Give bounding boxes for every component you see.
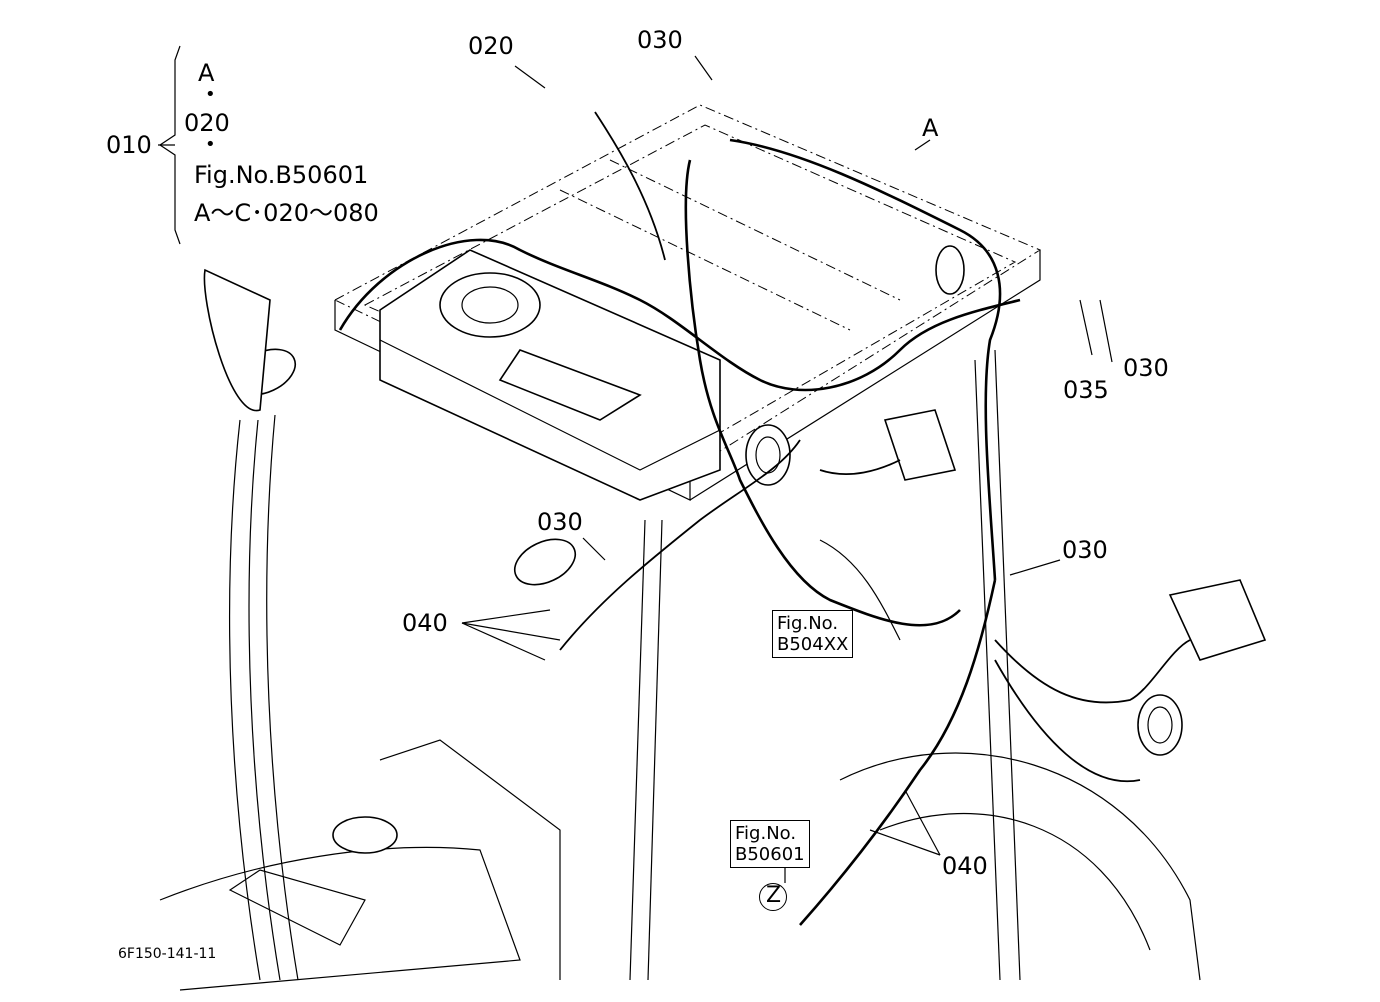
part-number-030-left: 030 [537,508,583,536]
part-number-010: 010 [106,131,152,159]
part-number-040-right: 040 [942,852,988,880]
figure-ref-box-b504xx: Fig.No. B504XX [772,610,854,658]
bracket-dot: • [205,84,216,105]
figure-ref-box-b50601: Fig.No. B50601 [730,820,810,868]
part-number-030-top: 030 [637,26,683,54]
view-ref-circle: Z [759,883,787,911]
bracket-range: A～C･020～080 [194,199,379,227]
part-number-030-right: 030 [1123,354,1169,382]
bracket-ref-a: A [198,59,215,87]
bracket-020: 020 [184,109,230,137]
work-lamps [203,268,1267,661]
ref-letter-a: A [922,114,939,142]
part-number-030-mid: 030 [1062,536,1108,564]
bracket-dot: • [205,134,216,155]
figure-ref-line2: B50601 [735,844,805,865]
figure-ref-line1: Fig.No. [735,823,797,844]
speakers [745,245,1183,756]
view-ref-letter-z: Z [766,883,782,908]
figure-code: 6F150-141-11 [118,946,217,962]
part-number-035: 035 [1063,376,1109,404]
figure-ref-line1: Fig.No. [777,613,839,634]
tractor-hood [159,739,1201,991]
roof-console [379,249,721,501]
leader-lines [158,45,1113,883]
part-number-020: 020 [468,32,514,60]
figure-ref-line2: B504XX [777,634,849,655]
wire-harness [338,138,1191,926]
part-number-040-left: 040 [402,609,448,637]
cab-pillars [229,349,1021,981]
bracket-fig-ref: Fig.No.B50601 [194,161,369,189]
